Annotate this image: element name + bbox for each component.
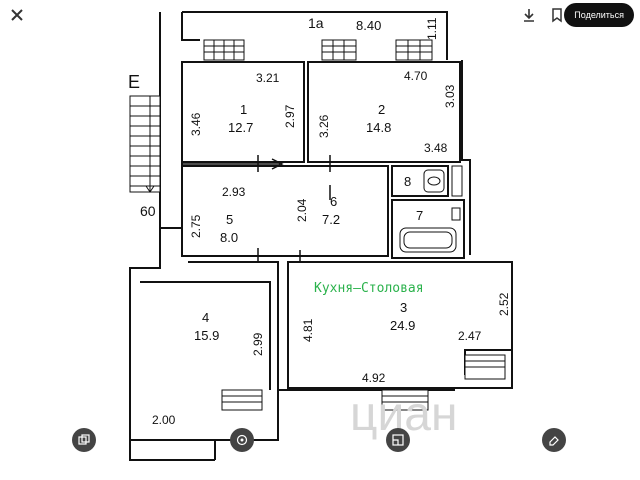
dim-2-75: 2.75 <box>189 214 203 238</box>
layers-icon[interactable] <box>72 428 96 452</box>
room-5-number: 5 <box>226 212 233 227</box>
dim-2-47: 2.47 <box>458 329 482 343</box>
dim-3-26: 3.26 <box>317 114 331 138</box>
share-button[interactable]: Поделиться <box>564 3 634 27</box>
dim-2-52: 2.52 <box>497 292 511 316</box>
bookmark-icon[interactable] <box>546 4 568 26</box>
dim-4-70: 4.70 <box>404 69 428 83</box>
room-2-area: 14.8 <box>366 120 391 135</box>
room-7-number: 7 <box>416 208 423 223</box>
room-3-area: 24.9 <box>390 318 415 333</box>
dim-4-92: 4.92 <box>362 371 386 385</box>
room-6-area: 7.2 <box>322 212 340 227</box>
plan-icon[interactable] <box>386 428 410 452</box>
compass-label: E <box>128 72 140 92</box>
room-1-number: 1 <box>240 102 247 117</box>
view-icon[interactable] <box>230 428 254 452</box>
room-3-number: 3 <box>400 300 407 315</box>
eraser-icon[interactable] <box>542 428 566 452</box>
room-2-number: 2 <box>378 102 385 117</box>
room-8-number: 8 <box>404 174 411 189</box>
room-1-area: 12.7 <box>228 120 253 135</box>
room-4-area: 15.9 <box>194 328 219 343</box>
dim-2-93: 2.93 <box>222 185 246 199</box>
close-icon[interactable] <box>6 4 28 26</box>
download-icon[interactable] <box>518 4 540 26</box>
room-6-number: 6 <box>330 194 337 209</box>
kitchen-caption: Кухня–Столовая <box>314 281 424 296</box>
dim-8-40: 8.40 <box>356 18 381 33</box>
room-5-area: 8.0 <box>220 230 238 245</box>
dim-2-00: 2.00 <box>152 413 176 427</box>
dim-3-48: 3.48 <box>424 141 448 155</box>
dim-2-04: 2.04 <box>295 198 309 222</box>
dim-4-81: 4.81 <box>301 318 315 342</box>
dim-3-46: 3.46 <box>189 112 203 136</box>
dim-1-11: 1.11 <box>425 17 439 40</box>
dim-2-97: 2.97 <box>283 104 297 128</box>
stair-label: 60 <box>140 203 156 219</box>
dim-3-21: 3.21 <box>256 71 280 85</box>
dim-3-03: 3.03 <box>443 84 457 108</box>
corridor-label: 1а <box>308 15 324 31</box>
room-4-number: 4 <box>202 310 209 325</box>
dim-2-99: 2.99 <box>251 332 265 356</box>
